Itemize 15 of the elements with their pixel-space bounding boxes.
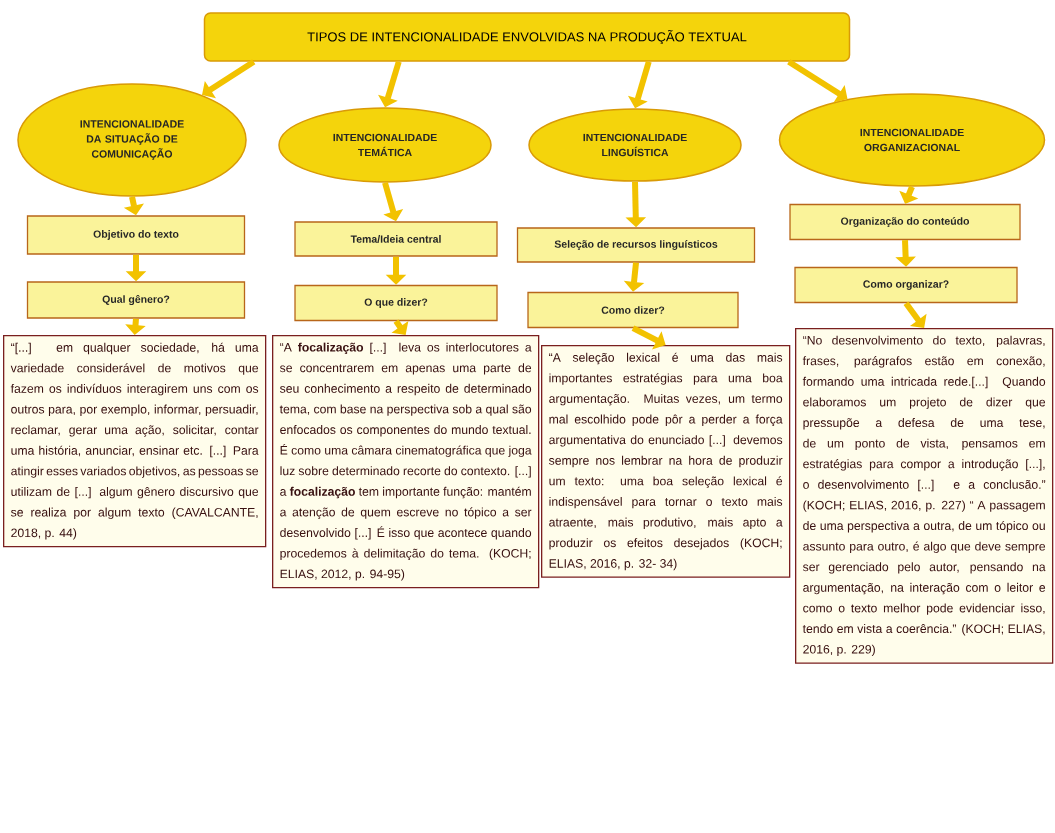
quote-box: “[...] em qualquer sociedade, há uma variedade considerável de motivos que fazem os indivíduos interagirem uns com os outros para, por exemplo, informar, persuadir, reclamar, gerar uma ação, solicitar, contar uma história, anunciar, ensinar etc. [...] Para atingir esses variados objetivos, as pessoas se utilizam de [...] algum gênero discursivo que se realiza por algum texto (CAVALCANTE, 2018, p. 44)	[3, 335, 267, 548]
step-box: Qual gênero?	[26, 281, 246, 319]
title-box: TIPOS DE INTENCIONALIDADE ENVOLVIDAS NA PRODUÇÃO TEXTUAL	[203, 12, 851, 62]
step-box: Como organizar?	[794, 266, 1018, 304]
quote-box: “No desenvolvimento do texto, palavras, frases, parágrafos estão em conexão, formando uma intricada rede.[...] Quando elaboramos um projeto de dizer que pressupõe a defesa de uma tese, de um ponto de vista, pensamos em estratégias para compor a introdução [...], o desenvolvimento [...] e a conclusão.” (KOCH; ELIAS, 2016, p. 227) “ A passagem de uma perspectiva a outra, de um tópico ou assunto para outro, é algo que deve sempre ser gerenciado pelo autor, pensando na argumentação, na interação com o leitor e como o texto melhor pode evidenciar isso, tendo em vista a coerência.” (KOCH; ELIAS, 2016, p. 229)	[795, 328, 1054, 664]
step-box: O que dizer?	[294, 284, 498, 322]
step-box: Como dizer?	[527, 291, 739, 329]
arrow	[903, 301, 927, 328]
step-box: Tema/Ideia central	[294, 221, 498, 257]
quote-box: “A focalização [...] leva os interlocutores a se concentrarem em apenas uma parte de seu conhecimento a respeito de determinado tema, com base na perspectiva sob a qual são enfocados os componentes do mundo textual. É como uma câmara cinematográfica que joga luz sobre determinado recorte do contexto. [...] a focalização tem importante função: mantém a atenção de quem escreve no tópico a ser desenvolvido [...] É isso que acontece quando procedemos à delimitação do tema. (KOCH; ELIAS, 2012, p. 94-95)	[272, 335, 540, 589]
quote-box: “A seleção lexical é uma das mais importantes estratégias para uma boa argumentação. Muitas vezes, um termo mal escolhido pode pôr a perder a força argumentativa do enunciado [...] devemos sempre nos lembrar na hora de produzir um texto: uma boa seleção lexical é indispensável para tornar o texto mais atraente, mais produtivo, mais apto a produzir os efeitos desejados (KOCH; ELIAS, 2016, p. 32- 34)	[541, 345, 791, 578]
step-box: Seleção de recursos linguísticos	[516, 227, 756, 263]
step-box: Organização do conteúdo	[789, 203, 1021, 241]
arrow	[202, 59, 256, 99]
step-box: Objetivo do texto	[26, 215, 246, 255]
